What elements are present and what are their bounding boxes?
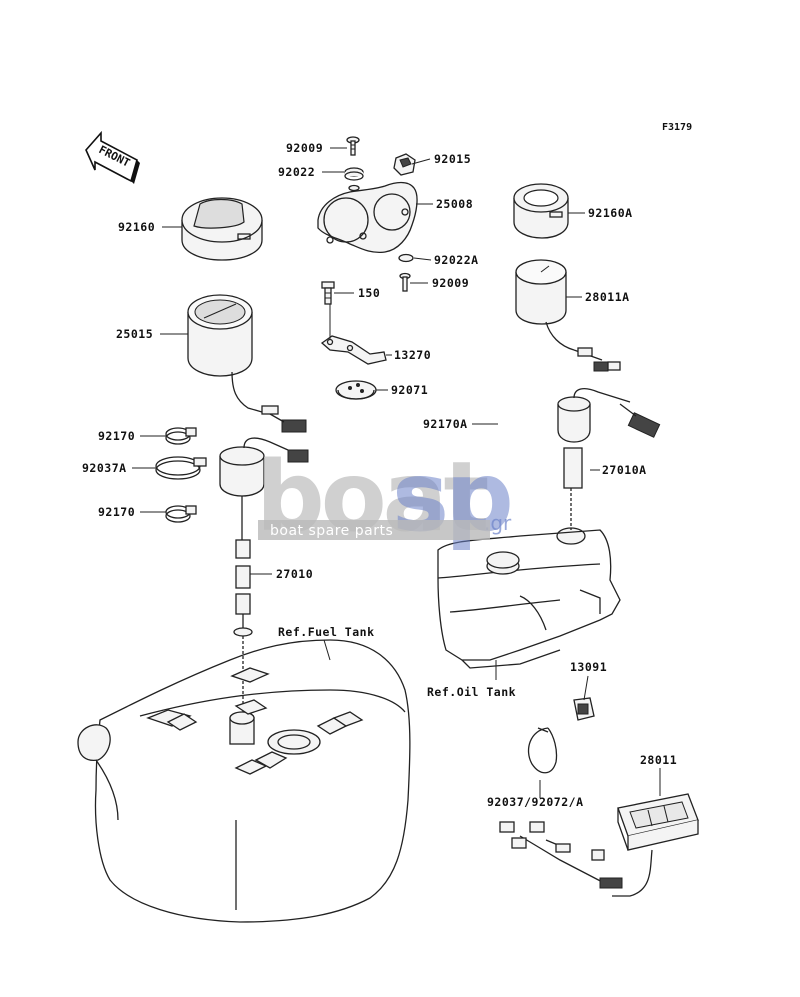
watermark: boat sp .gr boat spare parts [256,441,514,553]
part-labels: 92009 92015 92022 25008 92160 92160A 920… [82,141,677,809]
washer-icon [398,253,414,263]
part-label: 28011 [640,753,677,767]
part-label: 92170A [423,417,468,431]
part-label: 92009 [432,276,469,290]
part-label: 92170 [98,505,135,519]
wire-band-icon [527,727,558,774]
part-label: 92009 [286,141,323,155]
clip-icon [573,697,595,721]
front-arrow-icon: FRONT [85,130,140,184]
fuel-tank [77,639,411,923]
fuel-gauge-icon [515,259,621,372]
fuel-meter-icon [499,793,699,897]
stay-plate-icon [320,335,387,365]
part-label: 25008 [436,197,473,211]
gauge-icon [187,294,307,433]
fuel-sender-unit [219,437,309,716]
grommet-icon [335,380,377,400]
part-label: 13270 [394,348,431,362]
part-label: 150 [358,286,380,300]
part-label: 92015 [434,152,471,166]
bolt-icon [399,272,411,292]
meter-cover-icon [513,183,569,239]
part-label: 13091 [570,660,607,674]
meter-cover-icon [181,197,263,261]
leader-lines [132,147,661,798]
oil-sender-unit [556,387,661,545]
hose-clamp-icon [165,427,197,445]
part-label: 92160 [118,220,155,234]
band-icon [155,456,207,480]
part-label: 28011A [585,290,630,304]
part-label: Ref.Fuel Tank [278,625,375,639]
part-label: 92160A [588,206,633,220]
part-label: Ref.Oil Tank [427,685,516,699]
bracket-assembly [317,136,418,292]
part-label: 92071 [391,383,428,397]
part-label: 27010 [276,567,313,581]
part-label: 25015 [116,327,153,341]
bolt-icon [346,136,360,156]
figure-code: F3179 [662,122,692,133]
clip-nut-icon [393,153,416,176]
watermark-tagline: boat spare parts [270,523,393,539]
hose-clamp-icon [165,505,197,523]
part-label: 92022A [434,253,479,267]
washer-icon [344,167,364,192]
part-label: 92037/92072/A [487,795,584,809]
part-label: 27010A [602,463,647,477]
part-label: 92022 [278,165,315,179]
bolt-icon [321,281,335,305]
part-label: 92037A [82,461,127,475]
part-label: 92170 [98,429,135,443]
